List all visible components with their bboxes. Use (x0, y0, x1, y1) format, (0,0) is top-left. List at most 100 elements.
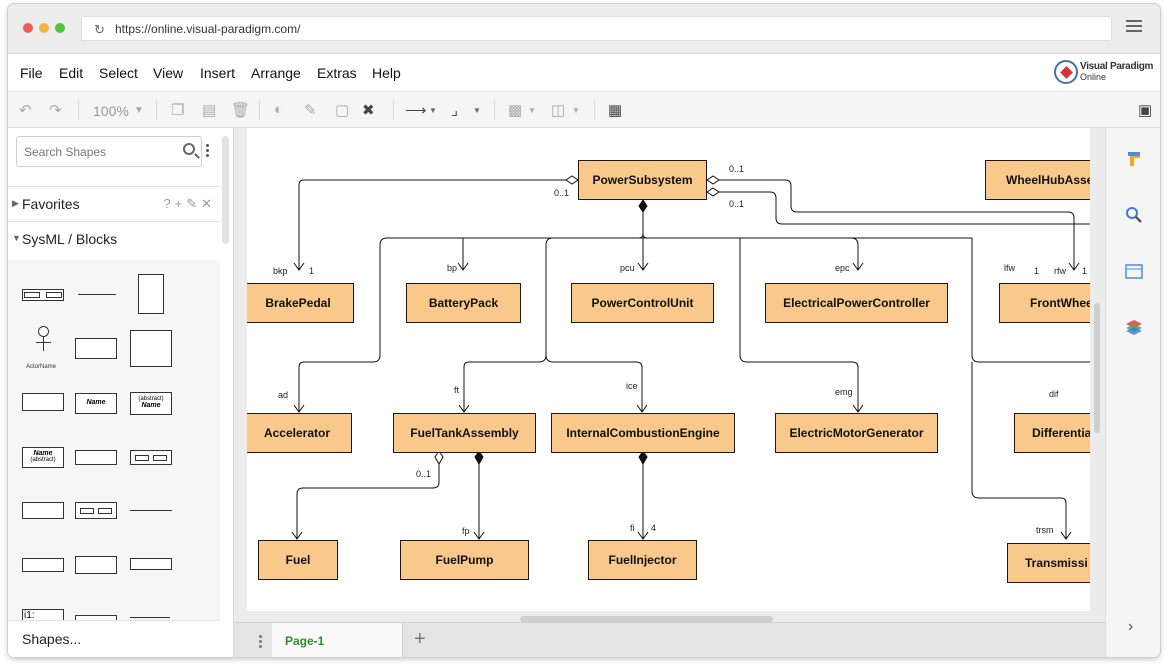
interface-block-shape[interactable] (22, 558, 64, 572)
reload-icon[interactable]: ↻ (94, 22, 105, 38)
line-color-icon[interactable]: ✎ (304, 101, 317, 119)
instance-shape[interactable]: i1: Type1 (22, 609, 64, 620)
menu-edit[interactable]: Edit (59, 65, 83, 81)
block-battery-pack[interactable]: BatteryPack (406, 283, 521, 323)
zoom-dropdown-icon[interactable]: ▼ (134, 105, 144, 116)
menu-insert[interactable]: Insert (200, 65, 235, 81)
block-fuel-pump[interactable]: FuelPump (400, 540, 529, 580)
block-brake-pedal[interactable]: BrakePedal (247, 283, 354, 323)
chevron-right-icon[interactable]: › (1128, 618, 1133, 636)
outline-icon[interactable] (1125, 263, 1143, 281)
block-accelerator[interactable]: Accelerator (247, 413, 352, 453)
named-block-shape[interactable]: Name (75, 393, 117, 414)
align-dropdown-icon[interactable]: ▼ (572, 106, 580, 115)
connector-shape[interactable] (130, 510, 172, 511)
block-transmission[interactable]: Transmissi (1007, 543, 1090, 583)
block-fuel-tank-assembly[interactable]: FuelTankAssembly (393, 413, 536, 453)
zoom-select[interactable]: 100% (93, 103, 129, 119)
fill-color-icon[interactable]: ◐ (274, 101, 283, 118)
favorites-tools[interactable]: ?+✎✕ (163, 196, 216, 212)
connector-dropdown-icon[interactable]: ▼ (429, 106, 437, 115)
search-icon[interactable] (183, 143, 195, 155)
block-detail-shape[interactable] (130, 330, 172, 367)
signal-shape[interactable] (22, 502, 64, 519)
flow-spec-shape[interactable] (75, 556, 117, 574)
block-wheel-hub-assembly[interactable]: WheelHubAsse (985, 160, 1090, 200)
layers-icon[interactable] (1125, 318, 1143, 336)
value-type-shape[interactable] (75, 450, 117, 465)
block-power-subsystem[interactable]: PowerSubsystem (578, 160, 707, 200)
block-shape[interactable] (22, 289, 64, 301)
delete-icon[interactable]: 🗑 (231, 101, 250, 119)
block-electrical-power-controller[interactable]: ElectricalPowerController (765, 283, 948, 323)
block-power-control-unit[interactable]: PowerControlUnit (571, 283, 714, 323)
url-text[interactable]: https://online.visual-paradigm.com/ (115, 22, 300, 36)
named-abstract-shape[interactable]: Name (abstract) (22, 447, 64, 468)
block-property-shape[interactable] (75, 338, 117, 359)
enumeration-shape[interactable] (130, 558, 172, 570)
page-tab-label[interactable]: Page-1 (285, 634, 324, 648)
waypoint-dropdown-icon[interactable]: ▼ (473, 106, 481, 115)
undo-icon[interactable]: ↶ (19, 101, 32, 119)
fullscreen-icon[interactable]: ▣ (1138, 101, 1152, 119)
block-internal-combustion-engine[interactable]: InternalCombustionEngine (551, 413, 735, 453)
favorites-section[interactable]: ▶ Favorites ?+✎✕ (8, 186, 220, 221)
menu-arrange[interactable]: Arrange (251, 65, 301, 81)
address-bar[interactable]: ↻ https://online.visual-paradigm.com/ (81, 16, 1112, 41)
select-all-icon[interactable]: ▦ (608, 101, 622, 119)
connector-style-icon[interactable]: ⟶ (405, 101, 427, 119)
menu-file[interactable]: File (20, 65, 43, 81)
block-electric-motor-generator[interactable]: ElectricMotorGenerator (775, 413, 938, 453)
category-label[interactable]: SysML / Blocks (22, 231, 117, 247)
hamburger-menu-icon[interactable] (1126, 20, 1142, 34)
flow-shape[interactable] (130, 617, 170, 618)
minimize-window-dot[interactable] (39, 23, 49, 33)
search-icon[interactable] (1125, 206, 1143, 224)
expand-arrow-icon[interactable]: ▶ (12, 198, 19, 209)
constraint-shape[interactable] (22, 393, 64, 411)
more-shapes-label[interactable]: Shapes... (22, 631, 81, 647)
close-window-dot[interactable] (23, 23, 33, 33)
waypoint-style-icon[interactable]: ⌟ (451, 101, 458, 119)
menu-extras[interactable]: Extras (317, 65, 357, 81)
page-tab-bar: Page-1 + (234, 622, 1105, 657)
copy-icon[interactable]: ❐ (171, 101, 184, 119)
search-shapes-input[interactable] (17, 137, 177, 166)
favorites-label[interactable]: Favorites (22, 196, 80, 212)
abstract-block-shape[interactable]: (abstract) Name (130, 392, 172, 415)
block-front-wheel[interactable]: FrontWhee (999, 283, 1090, 323)
shadow-icon[interactable]: ▢ (335, 101, 349, 119)
redo-icon[interactable]: ↷ (49, 101, 62, 119)
sysml-blocks-section[interactable]: ▼ SysML / Blocks (8, 221, 220, 256)
maximize-window-dot[interactable] (55, 23, 65, 33)
order-dropdown-icon[interactable]: ▼ (528, 106, 536, 115)
collapse-arrow-icon[interactable]: ▼ (12, 233, 21, 243)
association-shape[interactable] (78, 294, 116, 295)
tab-page-1[interactable]: Page-1 (272, 623, 403, 657)
block-fuel[interactable]: Fuel (258, 540, 338, 580)
shape-search-box[interactable] (16, 136, 202, 167)
diagram-canvas-area[interactable]: PowerSubsystem WheelHubAsse BrakePedal B… (234, 128, 1105, 622)
actor-shape[interactable] (38, 326, 49, 337)
align-icon[interactable]: ◫ (551, 101, 565, 119)
connector-lines (247, 128, 1090, 611)
canvas-vertical-scrollbar[interactable] (1094, 303, 1100, 433)
menu-view[interactable]: View (153, 65, 183, 81)
diagram-page[interactable]: PowerSubsystem WheelHubAsse BrakePedal B… (247, 128, 1090, 611)
paste-icon[interactable]: ▤ (202, 101, 216, 119)
part-shape[interactable] (130, 450, 172, 465)
menu-help[interactable]: Help (372, 65, 401, 81)
to-front-icon[interactable]: ▩ (508, 101, 522, 119)
block-differential[interactable]: Differentia (1014, 413, 1090, 453)
block-compartments-shape[interactable] (138, 274, 164, 314)
shapes-scrollbar[interactable] (222, 136, 229, 244)
add-page-icon[interactable]: + (414, 628, 426, 651)
format-painter-icon[interactable]: ✖ (362, 101, 375, 119)
page-options-icon[interactable] (259, 635, 262, 650)
menu-select[interactable]: Select (99, 65, 138, 81)
block-fuel-injector[interactable]: FuelInjector (588, 540, 697, 580)
internal-block-shape[interactable] (75, 502, 117, 519)
panel-options-icon[interactable] (206, 144, 209, 159)
more-shapes-button[interactable]: Shapes... (8, 620, 220, 657)
format-panel-icon[interactable] (1125, 150, 1143, 168)
